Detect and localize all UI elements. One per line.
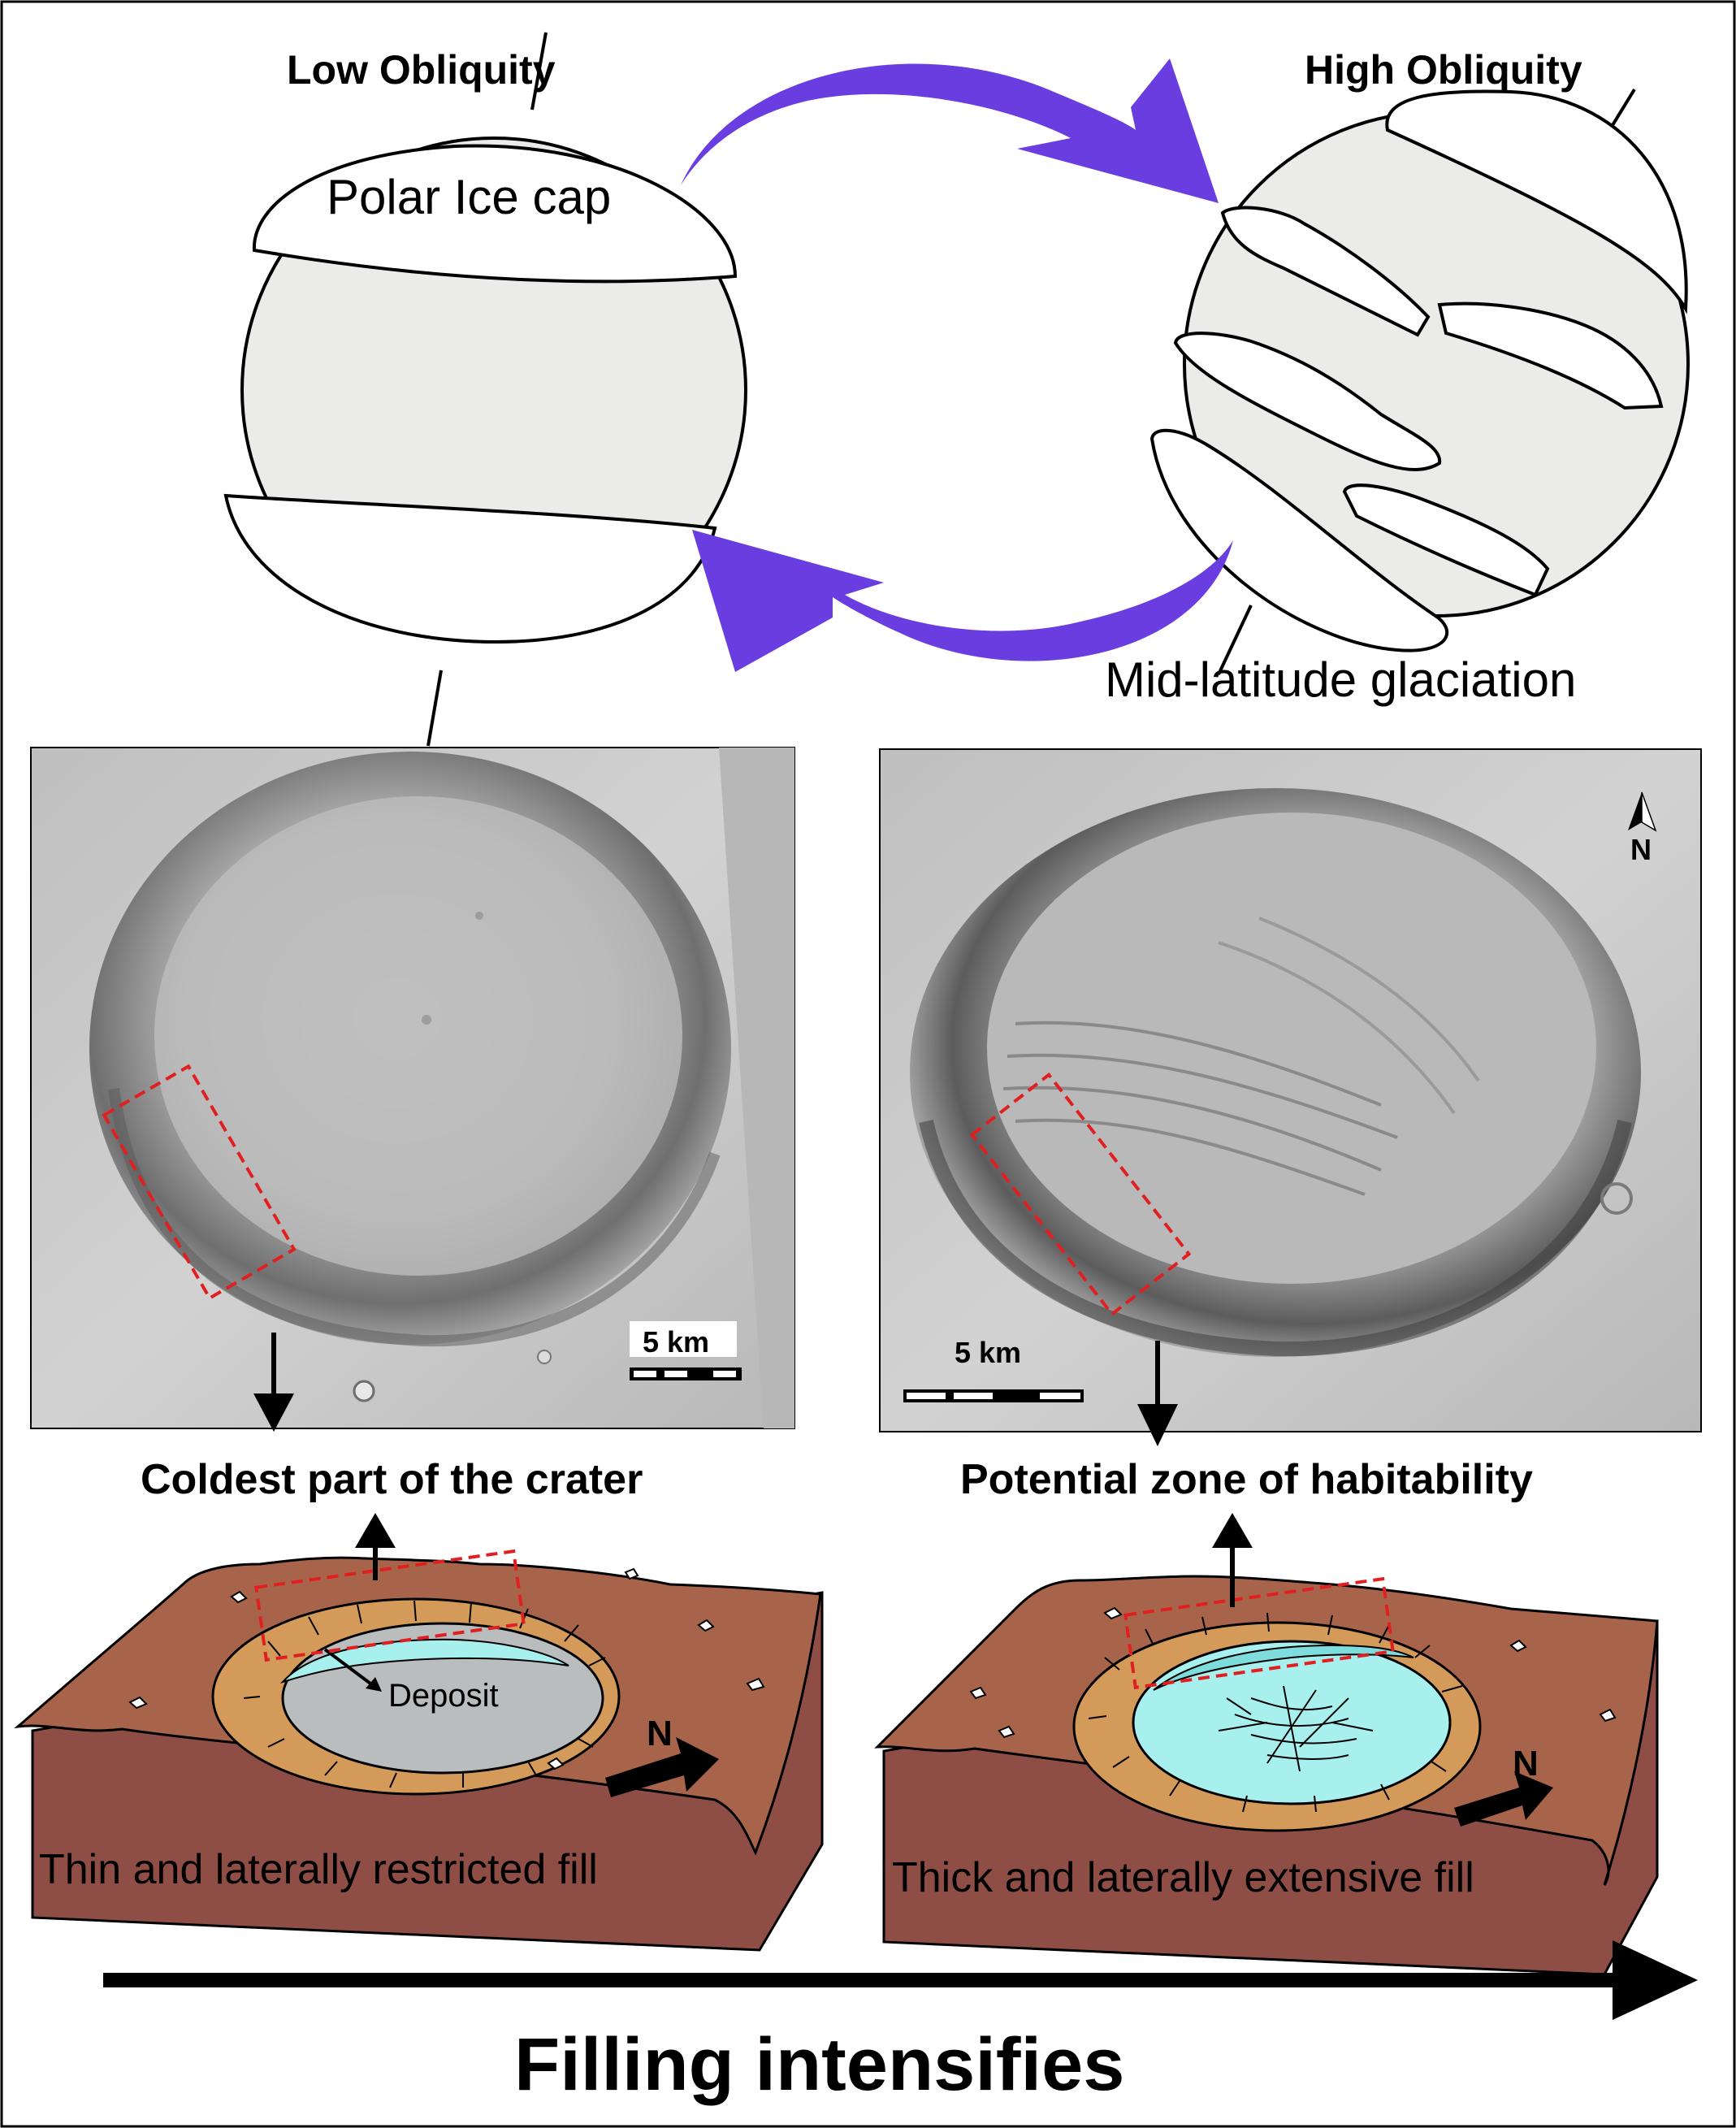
- left-scale-bar: [630, 1321, 742, 1380]
- polar-ice-cap-label: Polar Ice cap: [327, 170, 611, 224]
- right-block-highlight-box: [1123, 1576, 1395, 1690]
- left-block-caption: Thin and laterally restricted fill: [39, 1846, 598, 1893]
- right-crater-image: [879, 748, 1702, 1432]
- low-obliquity-planet: [223, 32, 747, 747]
- left-block-diagram: [14, 1556, 824, 1952]
- right-scale-label: 5 km: [955, 1336, 1021, 1369]
- left-block-highlight-box: [254, 1549, 526, 1662]
- right-block-caption: Thick and laterally extensive fill: [892, 1854, 1474, 1901]
- right-callout: Potential zone of habitability: [960, 1456, 1533, 1503]
- left-block-up-arrow: [355, 1513, 396, 1580]
- mid-latitude-glaciation-label: Mid-latitude glaciation: [1105, 652, 1576, 707]
- low-obliquity-title: Low Obliquity: [287, 47, 556, 93]
- trend-arrow: [103, 1940, 1698, 2020]
- north-label: N: [1630, 833, 1652, 866]
- north-arrow-icon: [1628, 791, 1657, 832]
- right-down-arrow: [1137, 1341, 1178, 1446]
- left-deposit-label: Deposit: [388, 1678, 499, 1714]
- left-down-arrow: [253, 1333, 294, 1432]
- right-scale-bar: [903, 1389, 1084, 1402]
- high-obliquity-planet: [1149, 88, 1690, 675]
- cycle-arrow-to-high: [681, 59, 1219, 203]
- left-block-north-label: N: [647, 1714, 673, 1753]
- right-block-up-arrow: [1212, 1513, 1253, 1607]
- left-crater-image: [30, 747, 795, 1429]
- cycle-arrow-to-low: [692, 530, 1233, 672]
- trend-label: Filling intensifies: [514, 2023, 1124, 2106]
- left-callout: Coldest part of the crater: [141, 1456, 643, 1503]
- left-scale-label: 5 km: [643, 1325, 709, 1359]
- right-block-north-label: N: [1513, 1744, 1539, 1783]
- right-block-diagram: [874, 1575, 1659, 1976]
- high-obliquity-title: High Obliquity: [1305, 47, 1582, 93]
